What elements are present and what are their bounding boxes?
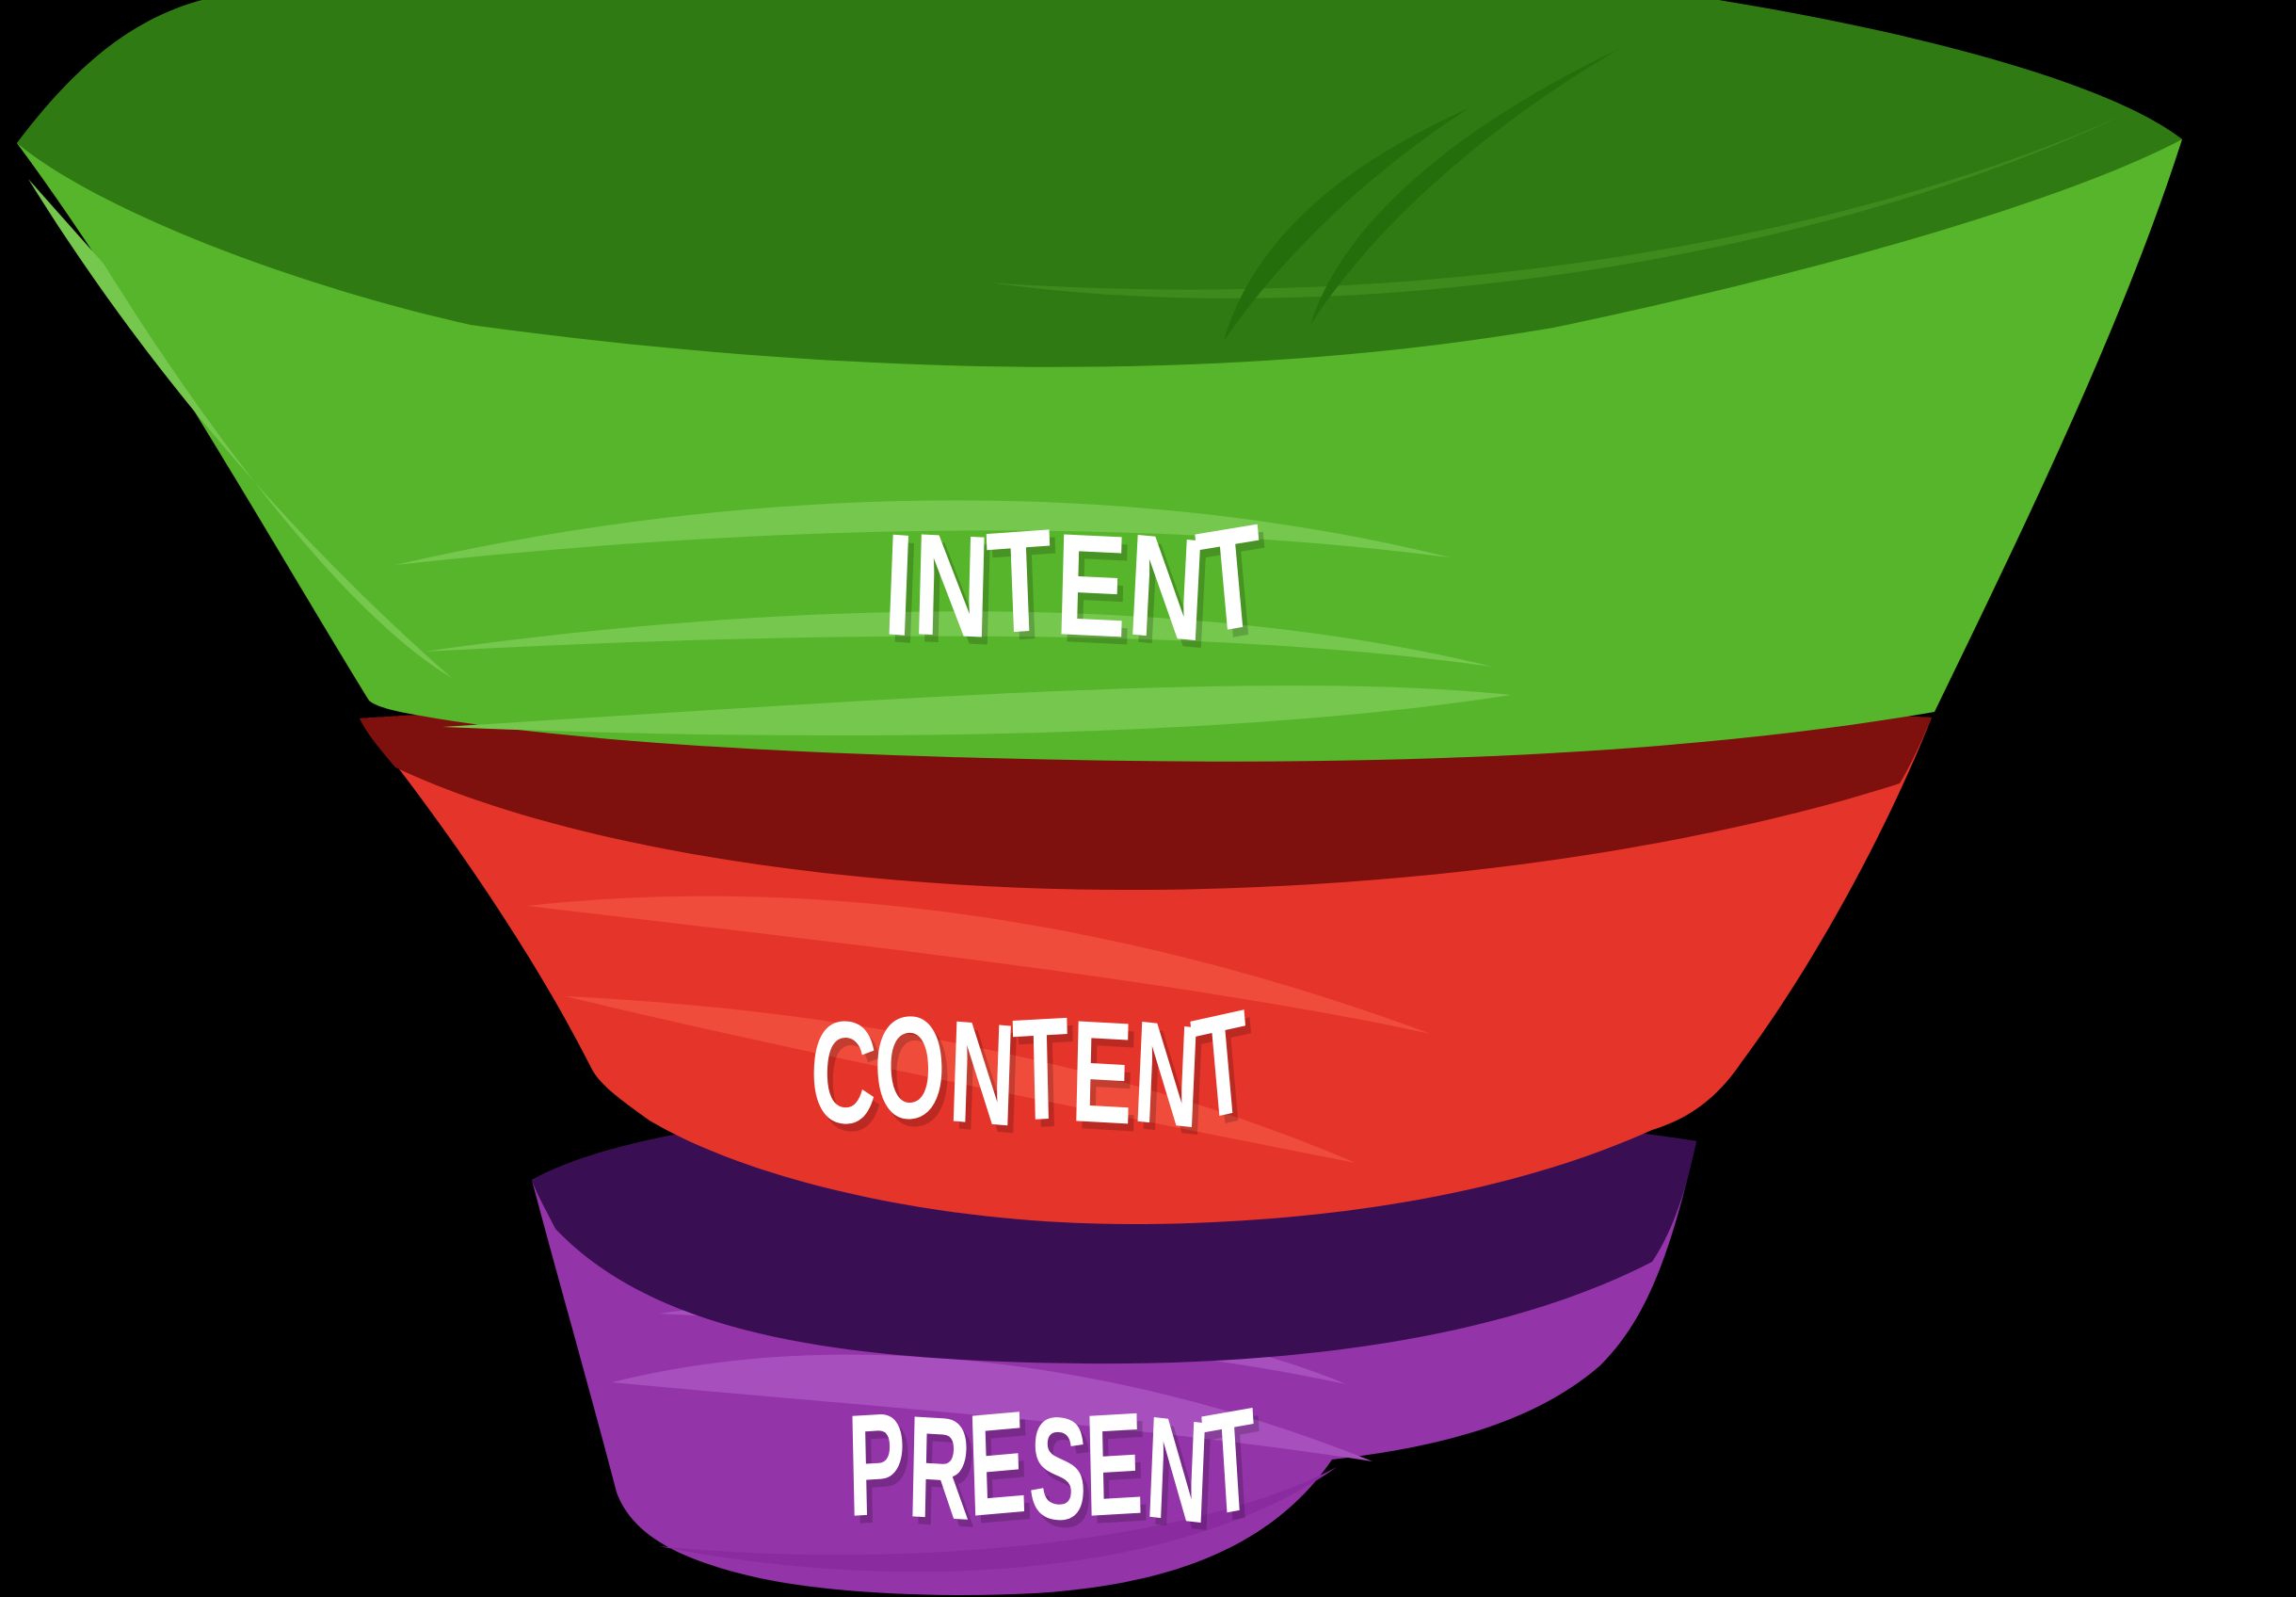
intent-tier-top (17, 0, 2182, 367)
intent-label: INTENT (880, 496, 1271, 670)
content-swoosh-highlight-2 (565, 996, 1356, 1163)
tier-present: PRESENT PRESENT (532, 1101, 1696, 1595)
present-swoosh-shadow (659, 1467, 1337, 1573)
present-label-shadow: PRESENT (850, 1388, 1269, 1559)
intent-swoosh-highlight-2 (395, 500, 1450, 565)
present-swoosh-highlight (612, 1354, 1373, 1461)
tier-intent: INTENT INTENT (17, 0, 2182, 762)
content-label: CONTENT (808, 983, 1258, 1156)
content-swoosh-highlight (527, 895, 1431, 1034)
intent-swoosh-highlight (28, 179, 452, 678)
intent-swoosh-highlight-3 (424, 611, 1492, 667)
content-label-shadow: CONTENT (813, 991, 1263, 1164)
present-label: PRESENT (844, 1380, 1263, 1552)
intent-label-shadow: INTENT (886, 504, 1276, 678)
intent-swoosh-highlight-4 (442, 686, 1511, 736)
